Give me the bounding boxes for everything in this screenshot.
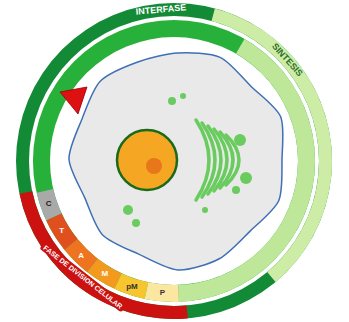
mitochondrion xyxy=(180,93,186,99)
stage-letter: pM xyxy=(126,283,138,291)
cell-drawing xyxy=(60,53,283,270)
stage-letter: T xyxy=(59,227,64,235)
cycle-rings xyxy=(16,3,332,319)
mitochondrion xyxy=(234,134,246,146)
phase-pm-segment xyxy=(114,273,148,299)
mitochondrion xyxy=(123,205,133,215)
mitochondrion xyxy=(132,219,140,227)
mitochondrion xyxy=(202,207,208,213)
phase-p-segment xyxy=(145,282,179,302)
stage-letter: P xyxy=(160,289,165,297)
stage-letter: A xyxy=(78,252,84,260)
mitochondrion xyxy=(168,97,176,105)
stage-letter: C xyxy=(46,200,52,208)
interphase-band xyxy=(16,3,332,319)
inner-cycle-band xyxy=(33,20,315,302)
cell-membrane xyxy=(69,53,283,270)
phase-label: SINTESIS xyxy=(270,41,304,78)
stage-letter: M xyxy=(101,270,108,278)
mitochondrion xyxy=(240,172,252,184)
nucleus xyxy=(117,130,177,190)
nucleolus xyxy=(146,158,162,174)
phase-label: INTERFASE xyxy=(135,3,186,16)
cycle-pointer xyxy=(60,87,87,114)
mitochondrion xyxy=(232,186,240,194)
